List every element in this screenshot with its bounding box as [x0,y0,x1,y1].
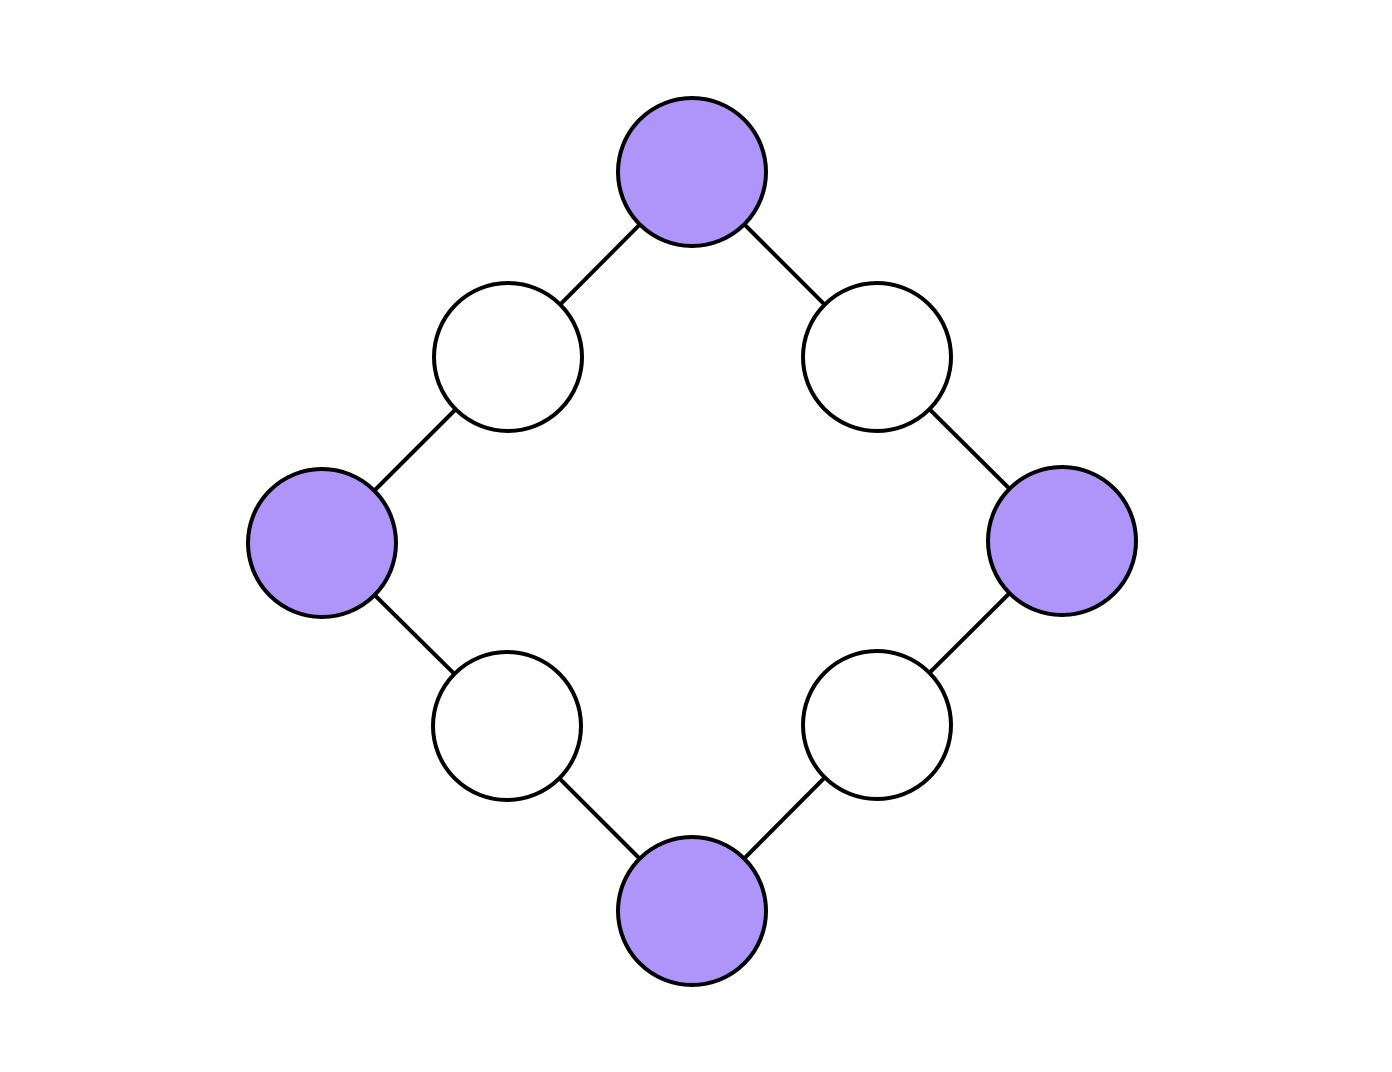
node-n3 [801,649,953,801]
edges [320,170,1064,913]
highlighted-node-n0 [616,96,768,248]
nodes [246,96,1138,987]
highlighted-node-n2 [986,465,1138,617]
highlighted-node-n6 [246,467,398,619]
node-n7 [432,281,584,433]
node-n1 [801,281,953,433]
highlighted-node-n4 [616,835,768,987]
node-n5 [431,650,583,802]
